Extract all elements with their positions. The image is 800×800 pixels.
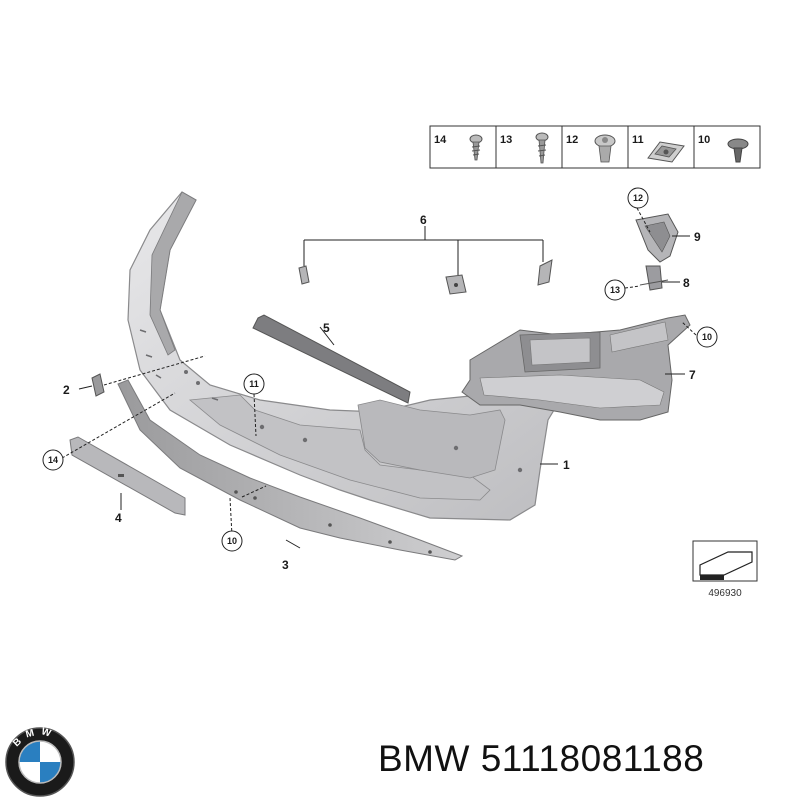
reference-symbol: 496930 bbox=[692, 540, 758, 599]
tapping-screw-icon bbox=[469, 134, 483, 161]
collar-screw-icon bbox=[594, 134, 616, 163]
support-strip bbox=[252, 314, 411, 404]
callout-10-right: 10 bbox=[702, 332, 712, 342]
callout-14: 14 bbox=[48, 455, 58, 465]
bumper-carrier-right bbox=[461, 314, 691, 421]
callout-2: 2 bbox=[63, 383, 70, 397]
screw-icon bbox=[535, 132, 549, 164]
caption: BMW 51118081188 bbox=[378, 738, 704, 780]
callout-9: 9 bbox=[694, 230, 701, 244]
callout-11: 11 bbox=[249, 379, 259, 389]
callout-1: 1 bbox=[563, 458, 570, 472]
callout-10-lower: 10 bbox=[227, 536, 237, 546]
callout-7: 7 bbox=[689, 368, 696, 382]
callout-5: 5 bbox=[323, 321, 330, 335]
callout-13: 13 bbox=[610, 285, 620, 295]
reference-number: 496930 bbox=[708, 588, 742, 599]
header-cell-12: 12 bbox=[566, 134, 578, 146]
header-cell-14: 14 bbox=[434, 134, 447, 146]
bmw-logo: BMW bbox=[5, 726, 75, 797]
header-cell-10: 10 bbox=[698, 134, 710, 146]
tow-eye-cover bbox=[91, 373, 105, 397]
callout-8: 8 bbox=[683, 276, 690, 290]
license-plate-base bbox=[69, 436, 186, 516]
callout-4: 4 bbox=[115, 511, 122, 525]
brand-name: BMW bbox=[378, 738, 470, 779]
guide-piece bbox=[639, 265, 669, 291]
bumper-brackets bbox=[298, 259, 553, 295]
callout-6: 6 bbox=[420, 213, 427, 227]
clip-nut-icon bbox=[647, 141, 685, 163]
header-cell-11: 11 bbox=[632, 134, 644, 146]
circled-callout-12: 12 bbox=[627, 187, 649, 209]
circled-callout-14: 14 bbox=[42, 449, 64, 471]
header-cell-13: 13 bbox=[500, 134, 512, 146]
callout-3: 3 bbox=[282, 558, 289, 572]
leader-lines bbox=[78, 226, 690, 549]
part-number: 51118081188 bbox=[480, 738, 705, 779]
circled-callout-10b: 10 bbox=[696, 326, 718, 348]
lower-spoiler bbox=[117, 379, 464, 561]
circled-callout-13: 13 bbox=[604, 279, 626, 301]
circled-callout-10a: 10 bbox=[221, 530, 243, 552]
mount-bracket bbox=[635, 213, 679, 263]
callout-12: 12 bbox=[633, 193, 643, 203]
bumper-cover bbox=[127, 191, 567, 521]
expanding-rivet-icon bbox=[727, 138, 749, 163]
parts-header-table: 14 13 12 11 10 bbox=[429, 125, 761, 169]
dashed-leaders bbox=[61, 207, 697, 537]
circled-callout-11: 11 bbox=[243, 373, 265, 395]
